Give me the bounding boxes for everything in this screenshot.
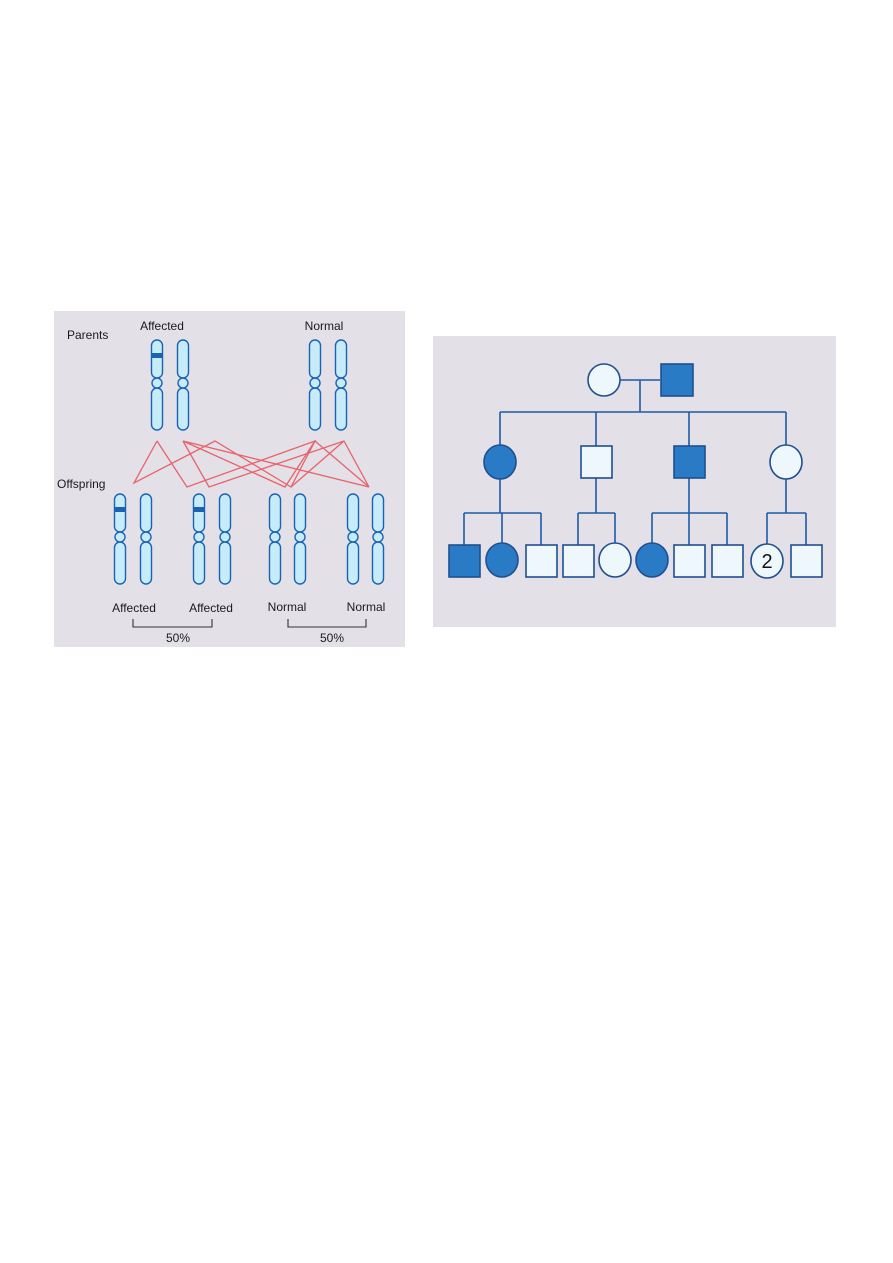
inheritance-diagram: Parents Affected Normal Offspring Affect…: [57, 319, 386, 645]
offspring-label-1: Affected: [112, 601, 156, 615]
gen3-male-affected: [448, 544, 481, 578]
mutant-gene-band: [151, 353, 163, 358]
offspring-4-chromosome-2: [371, 493, 385, 585]
parent-affected-chromosome-normal: [176, 339, 190, 431]
gen3-female-unaffected: [598, 542, 632, 578]
parent-normal-chromosome-1: [308, 339, 322, 431]
gen3-male-unaffected: [673, 544, 706, 578]
chromosome-centromere: [335, 377, 347, 389]
pedigree-panel: 2: [433, 336, 836, 627]
chromosome-centromere: [372, 531, 384, 543]
chromosome-upper-arm: [150, 339, 164, 379]
chromosome-upper-arm: [268, 493, 282, 533]
grandmother-unaffected: [587, 363, 621, 397]
gen2-male-affected: [673, 445, 706, 479]
parent-affected-chromosome-mutant: [150, 339, 164, 431]
pedigree-chart: 2: [448, 363, 823, 579]
chromosome-centromere: [114, 531, 126, 543]
parents-label: Parents: [67, 328, 108, 342]
parent-normal-label: Normal: [305, 319, 344, 333]
chromosome-upper-arm: [371, 493, 385, 533]
bracket-right: [287, 619, 367, 628]
offspring-2-chromosome-normal: [218, 493, 232, 585]
chromosome-lower-arm: [192, 541, 206, 585]
chromosome-centromere: [151, 377, 163, 389]
offspring-4-chromosome-1: [346, 493, 360, 585]
sibship-count-label: 2: [761, 551, 772, 573]
chromosome-centromere: [309, 377, 321, 389]
chromosome-centromere: [193, 531, 205, 543]
chromosome-centromere: [294, 531, 306, 543]
parent-affected-label: Affected: [140, 319, 184, 333]
gen2-male-unaffected: [580, 445, 613, 479]
gen3-female-affected: [485, 542, 519, 578]
offspring-label: Offspring: [57, 477, 105, 491]
offspring-1-chromosome-mutant: [113, 493, 127, 585]
chromosome-upper-arm: [218, 493, 232, 533]
chromosome-upper-arm: [346, 493, 360, 533]
chromosome-upper-arm: [139, 493, 153, 533]
chromosome-lower-arm: [334, 387, 348, 431]
mutant-gene-band: [193, 507, 205, 512]
chromosome-upper-arm: [176, 339, 190, 379]
offspring-3-chromosome-2: [293, 493, 307, 585]
mutant-gene-band: [114, 507, 126, 512]
chromosome-lower-arm: [139, 541, 153, 585]
offspring-label-4: Normal: [347, 600, 386, 614]
chromosome-upper-arm: [293, 493, 307, 533]
gen3-male-unaffected: [525, 544, 558, 578]
gen3-female-group: [750, 543, 784, 579]
chromosome-group: [113, 339, 385, 585]
gen2-female-unaffected: [769, 444, 803, 480]
chromosome-lower-arm: [293, 541, 307, 585]
chromosome-lower-arm: [113, 541, 127, 585]
grandfather-affected: [660, 363, 694, 397]
chromosome-lower-arm: [308, 387, 322, 431]
gen3-female-affected: [635, 542, 669, 578]
chromosome-lower-arm: [371, 541, 385, 585]
chromosome-centromere: [219, 531, 231, 543]
gen3-male-unaffected: [711, 544, 744, 578]
gen3-male-unaffected: [790, 544, 823, 578]
chromosome-centromere: [269, 531, 281, 543]
inheritance-cross-line-2: [156, 439, 370, 488]
offspring-label-2: Affected: [189, 601, 233, 615]
chromosome-upper-arm: [192, 493, 206, 533]
inheritance-diagram-panel: Parents Affected Normal Offspring Affect…: [54, 311, 405, 647]
offspring-2-chromosome-mutant: [192, 493, 206, 585]
chromosome-lower-arm: [150, 387, 164, 431]
chromosome-lower-arm: [268, 541, 282, 585]
bracket-left: [132, 619, 213, 628]
percent-left: 50%: [166, 631, 190, 645]
chromosome-upper-arm: [113, 493, 127, 533]
chromosome-lower-arm: [176, 387, 190, 431]
chromosome-lower-arm: [218, 541, 232, 585]
inheritance-cross-line-3: [290, 440, 345, 488]
offspring-1-chromosome-normal: [139, 493, 153, 585]
gen3-male-unaffected: [562, 544, 595, 578]
offspring-3-chromosome-1: [268, 493, 282, 585]
crossing-lines: [132, 439, 370, 488]
chromosome-upper-arm: [308, 339, 322, 379]
chromosome-centromere: [347, 531, 359, 543]
chromosome-centromere: [177, 377, 189, 389]
gen2-female-affected: [483, 444, 517, 480]
chromosome-upper-arm: [334, 339, 348, 379]
offspring-label-3: Normal: [268, 600, 307, 614]
parent-normal-chromosome-2: [334, 339, 348, 431]
percent-right: 50%: [320, 631, 344, 645]
chromosome-centromere: [140, 531, 152, 543]
chromosome-lower-arm: [346, 541, 360, 585]
